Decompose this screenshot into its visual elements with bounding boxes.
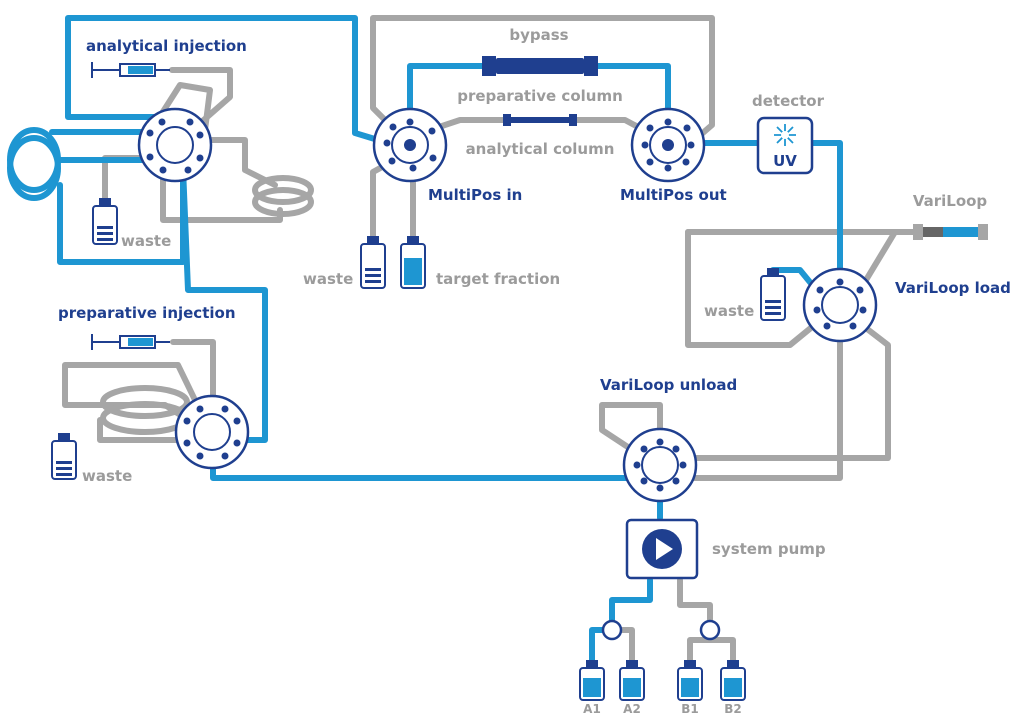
preparative-syringe-line: [170, 339, 216, 406]
valve-variloop-load: [802, 267, 878, 343]
label-b2: B2: [724, 702, 742, 715]
variloop-tube: [913, 224, 988, 240]
preparative-coil-link: [97, 417, 188, 443]
analytical-to-preparative: [57, 165, 268, 443]
bypass-line: [370, 15, 715, 141]
label-waste-multipos: waste: [303, 270, 353, 288]
bottle-target-fraction: [400, 236, 426, 289]
b-mixer-line: [687, 637, 736, 673]
mixer-b: [699, 619, 721, 641]
variloop-unload-link-1: [675, 332, 843, 481]
label-waste-analytical: waste: [121, 232, 171, 250]
inactive-tubing: [62, 15, 988, 673]
variloop-unload-link-2: [677, 322, 891, 461]
valve-multipos-in: [372, 107, 448, 183]
label-variloop-load: VariLoop load: [895, 279, 1011, 297]
analytical-waste-line: [102, 155, 150, 203]
valve-preparative-injection: [174, 394, 250, 470]
analytical-blue-coil-2: [7, 135, 61, 201]
analytical-column: [503, 114, 577, 126]
analytical-coil-ring-1: [252, 175, 314, 205]
variloop-unload-loop: [599, 402, 663, 458]
analytical-syringe: [91, 62, 170, 78]
bottle-a2: [619, 660, 645, 701]
label-b1: B1: [681, 702, 699, 715]
label-system-pump: system pump: [712, 540, 826, 558]
label-waste-preparative: waste: [82, 467, 132, 485]
valve-analytical-injection: [137, 107, 213, 183]
label-detector: detector: [752, 92, 825, 110]
preparative-syringe: [91, 334, 170, 350]
analytical-syringe-line: [169, 67, 233, 128]
analytical-coil-ring-2: [252, 187, 314, 217]
label-preparative-injection: preparative injection: [58, 304, 236, 322]
main-flow-top: [65, 15, 391, 146]
bottle-b2: [720, 660, 746, 701]
preparative-coil-ring-1: [100, 385, 190, 419]
analytical-loop-line: [147, 82, 213, 135]
preparative-column: [482, 56, 598, 76]
analytical-coil-active: [49, 129, 150, 163]
bottle-a1: [579, 660, 605, 701]
label-waste-variloop: waste: [704, 302, 754, 320]
valve-multipos-out: [630, 107, 706, 183]
bottle-b1: [677, 660, 703, 701]
label-analytical-injection: analytical injection: [86, 37, 247, 55]
label-variloop-unload: VariLoop unload: [600, 376, 737, 394]
label-a2: A2: [623, 702, 641, 715]
valve-variloop-unload: [622, 427, 698, 503]
play-icon: [656, 538, 673, 560]
detector-to-variloop: [809, 140, 843, 293]
label-variloop: VariLoop: [913, 192, 988, 210]
label-bypass: bypass: [509, 26, 568, 44]
system-pump: [625, 518, 699, 580]
label-target-fraction: target fraction: [436, 270, 560, 288]
pump-b-line: [677, 577, 713, 623]
bottle-preparative-waste: [51, 433, 77, 480]
uv-label: UV: [773, 152, 797, 170]
preparative-to-unload: [210, 457, 643, 481]
label-multipos-out: MultiPos out: [620, 186, 727, 204]
mixer-a: [601, 619, 623, 641]
pump-to-a-bottles: [589, 577, 653, 673]
label-analytical-column: analytical column: [466, 140, 615, 158]
uv-detector: UV: [756, 116, 814, 175]
bottle-variloop-waste: [760, 268, 786, 321]
bottle-multipos-waste: [360, 236, 386, 289]
label-multipos-in: MultiPos in: [428, 186, 522, 204]
label-a1: A1: [583, 702, 601, 715]
bottle-analytical-waste: [92, 198, 118, 245]
label-preparative-column: preparative column: [457, 87, 623, 105]
